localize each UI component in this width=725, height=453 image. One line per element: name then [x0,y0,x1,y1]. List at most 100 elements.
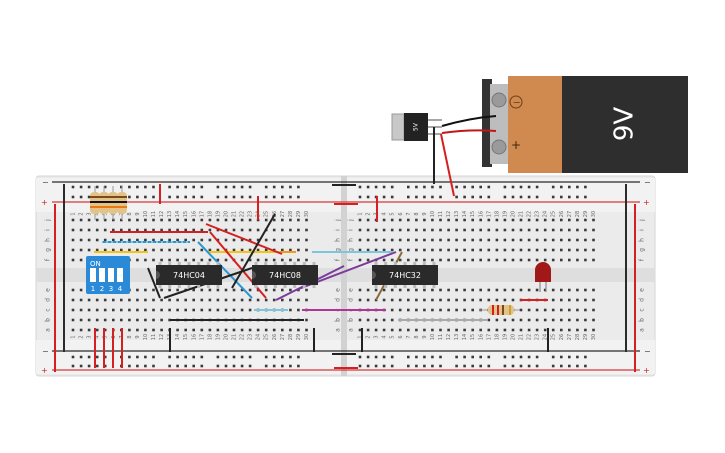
column-label: 12 [159,334,165,340]
resistor-4-band-1 [117,196,127,198]
breadboard-hole [527,238,531,242]
breadboard-hole [144,355,147,359]
row-label: c [45,308,52,311]
breadboard: − + − + − + − + 112233445566778899101011… [35,175,656,377]
breadboard-hole [560,328,563,332]
row-label: e [45,288,52,292]
breadboard-hole [256,228,260,232]
breadboard-hole [297,195,300,199]
breadboard-hole [281,288,284,292]
column-label: 5 [103,212,109,215]
breadboard-column-labels: 1122334455667788991010111112121313141415… [71,211,598,340]
breadboard-hole [560,185,563,189]
breadboard-hole [407,288,410,292]
column-label: 19 [215,211,221,217]
breadboard-hole [224,308,228,312]
column-label: 24 [256,334,262,340]
column-label: 18 [207,334,213,340]
chip-74hc08-label: 74HC08 [269,271,301,280]
breadboard-hole [216,355,220,359]
breadboard-hole [479,238,482,242]
breadboard-hole [487,328,491,332]
breadboard-hole [176,238,179,242]
breadboard-hole [479,195,482,199]
breadboard-hole [248,355,252,359]
breadboard-hole [584,228,587,232]
breadboard-hole [358,298,362,302]
breadboard-hole [152,308,155,312]
row-label: i [639,229,646,231]
column-label: 4 [95,335,101,338]
wire-red-diagonal-1[interactable] [205,223,283,255]
column-label: 28 [575,211,581,217]
rail-sign-top-plus-right: + [643,198,650,207]
breadboard-hole [560,218,563,222]
breadboard-hole [248,195,252,199]
breadboard-hole [112,238,115,242]
breadboard-hole [281,228,284,232]
breadboard-hole [176,185,179,189]
breadboard-hole [479,228,482,232]
breadboard-hole [358,328,362,332]
breadboard-hole [168,238,171,242]
breadboard-hole [264,298,268,302]
breadboard-hole [192,238,195,242]
breadboard-hole [264,355,268,359]
battery-minus-sign: − [513,98,521,109]
row-label: d [45,298,52,302]
breadboard-hole [503,298,507,302]
column-label: 8 [414,335,420,338]
breadboard-hole [144,248,147,252]
chip-pin [413,262,417,265]
breadboard-hole [71,298,75,302]
breadboard-hole [289,364,292,368]
dip-switch-toggle-2[interactable] [99,268,105,282]
breadboard-hole [168,218,171,222]
breadboard-hole [87,308,91,312]
breadboard-hole [358,288,362,292]
breadboard-hole [120,238,123,242]
chip-pin [273,285,277,288]
breadboard-hole [200,228,204,232]
breadboard-hole [455,364,458,368]
row-label: i [335,229,342,231]
breadboard-hole [366,328,370,332]
column-label: 13 [167,211,173,217]
breadboard-hole [366,238,370,242]
breadboard-hole [208,218,212,222]
dip-switch-toggle-3[interactable] [108,268,114,282]
dip-switch[interactable]: ON 1 2 3 4 [86,256,130,294]
column-label: 29 [583,334,589,340]
breadboard-hole [503,185,507,189]
column-label: 1 [358,335,364,338]
breadboard-hole [192,288,195,292]
dip-switch-toggle-1[interactable] [90,268,96,282]
wire-black-diagonal-1[interactable] [147,267,161,299]
breadboard-hole [519,355,523,359]
breadboard-hole [568,298,571,302]
breadboard-hole [431,238,434,242]
breadboard-hole [232,298,236,302]
breadboard-hole [272,228,276,232]
breadboard-hole [232,288,236,292]
column-label: 10 [430,211,436,217]
breadboard-hole [374,328,378,332]
breadboard-hole [297,355,300,359]
breadboard-hole [87,364,91,368]
row-label: b [348,318,355,322]
column-label: 7 [406,212,412,215]
breadboard-hole [289,218,292,222]
wire-blue-diagonal[interactable] [197,241,253,299]
breadboard-hole [415,364,418,368]
breadboard-hole [382,228,386,232]
dip-switch-toggle-4[interactable] [117,268,123,282]
breadboard-hole [495,298,499,302]
breadboard-hole [423,355,426,359]
column-label: 24 [543,211,549,217]
breadboard-hole [168,258,171,262]
breadboard-hole [272,298,276,302]
breadboard-hole [479,298,482,302]
wire-black-diagonal-3[interactable] [231,213,276,289]
breadboard-hole [479,288,482,292]
